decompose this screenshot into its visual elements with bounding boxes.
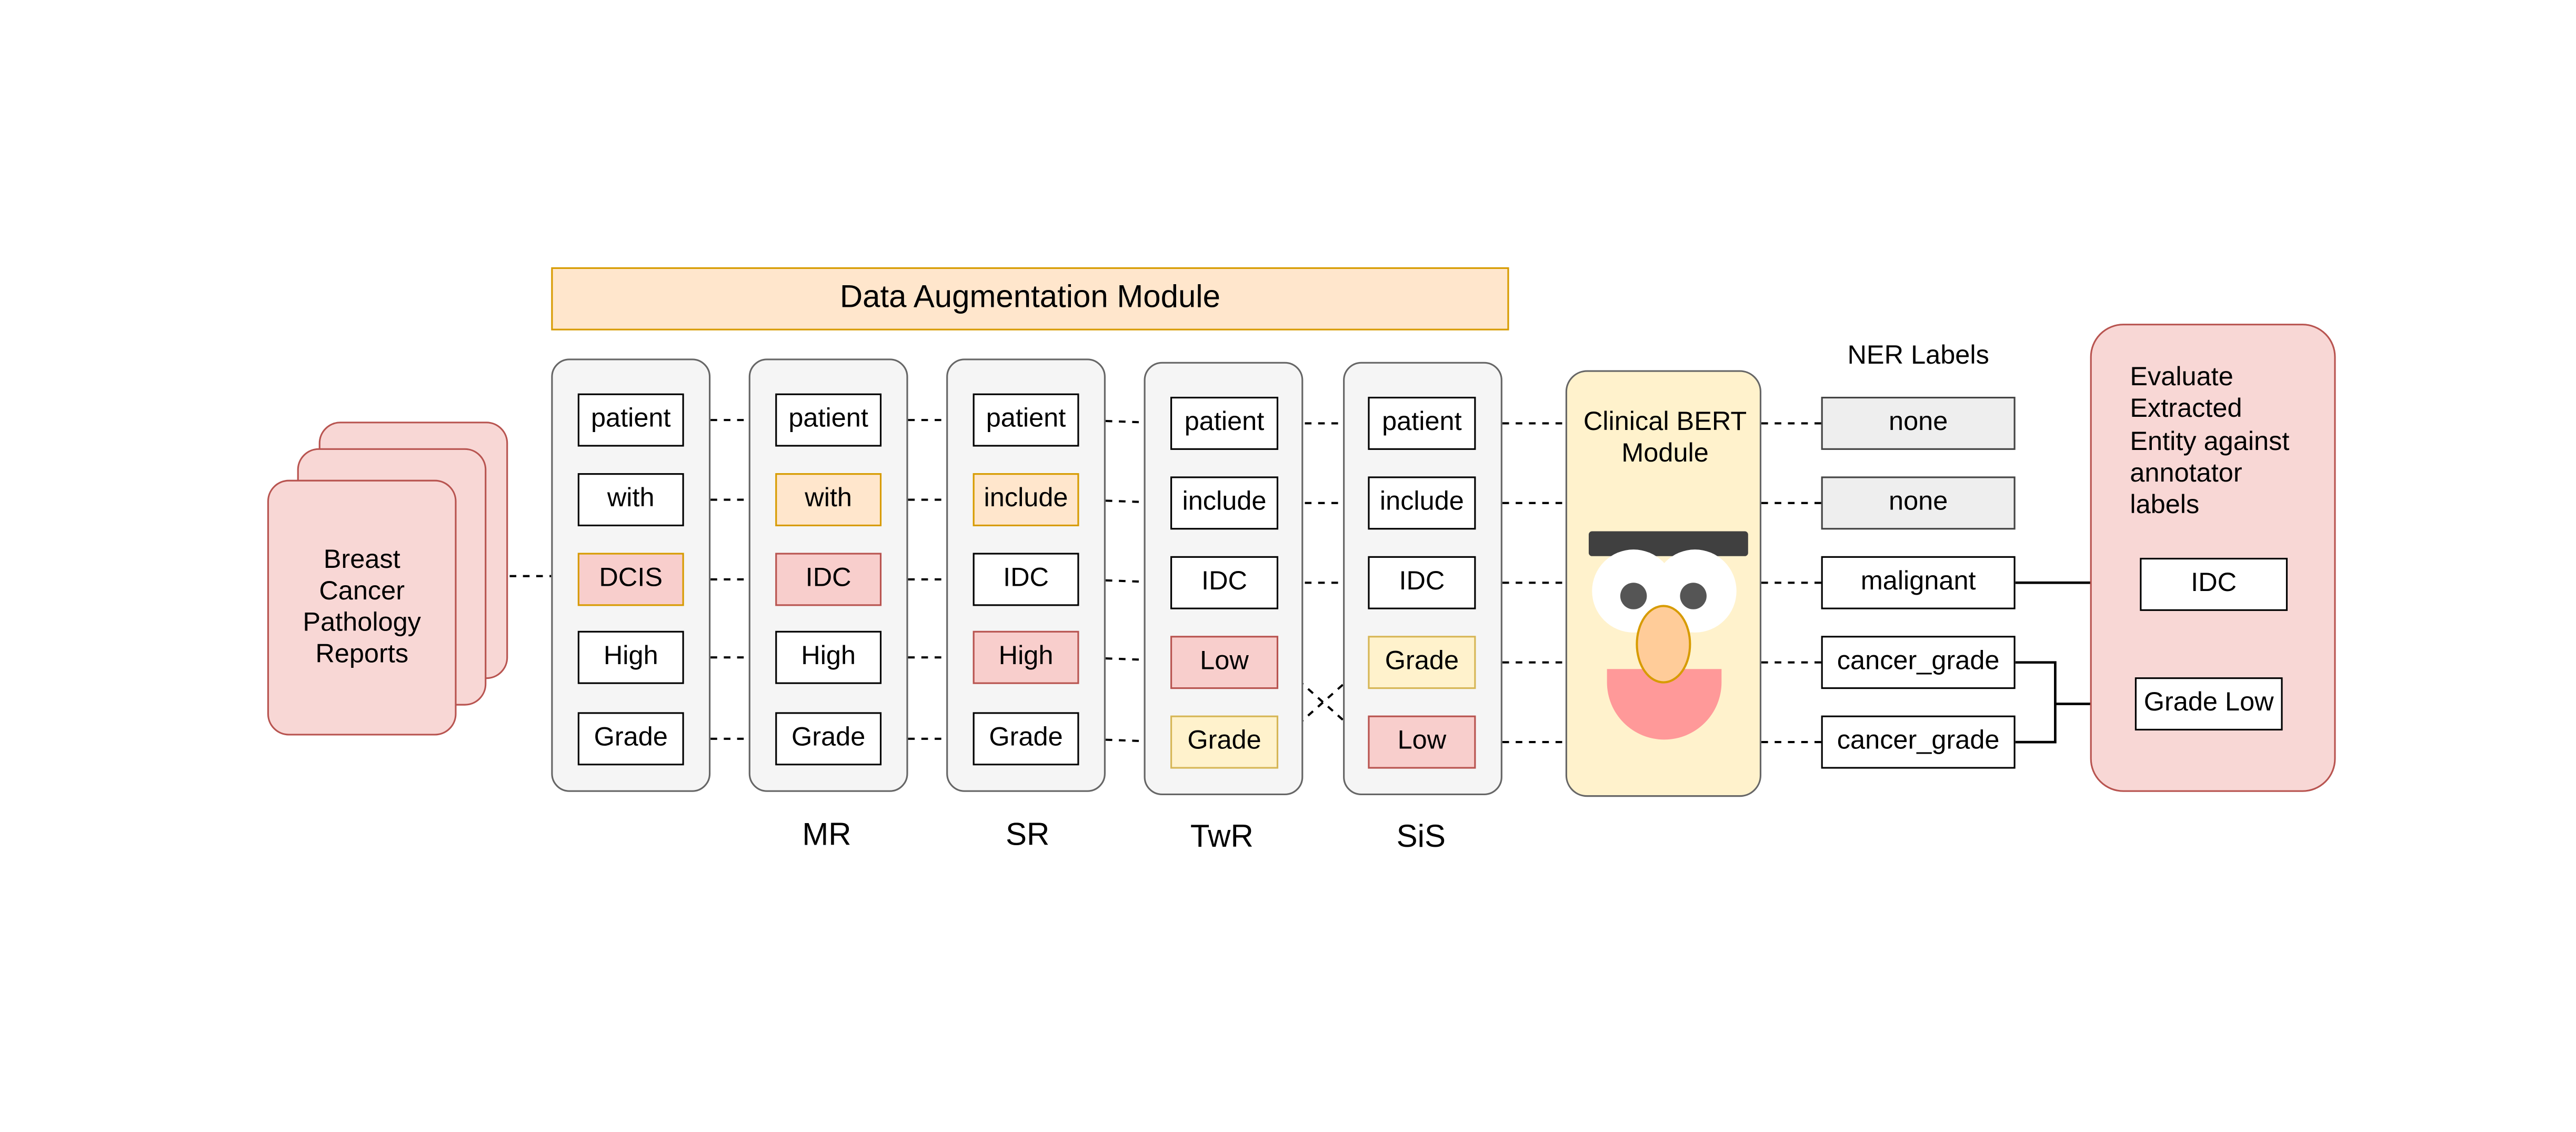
token-c2-r4: High [775, 630, 882, 684]
token-c4-r5: Grade [1170, 715, 1279, 769]
token-c5-r3: IDC [1368, 556, 1476, 609]
bert-pupil-left [1620, 583, 1647, 609]
caption-twr: TwR [1190, 820, 1254, 855]
evaluate-output-2: Grade Low [2134, 677, 2283, 731]
bert-label: Clinical BERT Module [1583, 408, 1747, 468]
bert-mouth [1607, 669, 1722, 740]
caption-sis: SiS [1396, 820, 1446, 855]
caption-mr: MR [802, 818, 851, 854]
token-c3-r3: IDC [973, 553, 1079, 606]
ner-label-5: cancer_grade [1821, 715, 2016, 769]
token-c1-r1: patient [577, 393, 684, 447]
ner-label-2: none [1821, 476, 2016, 530]
token-c1-r3: DCIS [577, 553, 684, 606]
token-c2-r1: patient [775, 393, 882, 447]
bert-nose [1636, 605, 1691, 684]
banner-title: Data Augmentation Module [839, 281, 1220, 316]
token-c3-r1: patient [973, 393, 1079, 447]
bert-eyebrow [1588, 531, 1748, 556]
caption-sr: SR [1006, 818, 1050, 854]
ner-label-4: cancer_grade [1821, 636, 2016, 689]
token-c1-r4: High [577, 630, 684, 684]
ner-labels-heading: NER Labels [1847, 342, 1989, 370]
evaluate-output-1: IDC [2140, 557, 2288, 611]
solid-bracket [2015, 661, 2057, 744]
token-c1-r2: with [577, 473, 684, 527]
token-c5-r5: Low [1368, 715, 1476, 769]
token-c1-r5: Grade [577, 712, 684, 766]
source-label: Breast Cancer Pathology Reports [303, 546, 421, 669]
token-c5-r2: include [1368, 476, 1476, 530]
token-c3-r4: High [973, 630, 1079, 684]
token-c5-r4: Grade [1368, 636, 1476, 689]
source-documents: Breast Cancer Pathology Reports [267, 479, 457, 736]
ner-label-1: none [1821, 396, 2016, 450]
evaluate-label: Evaluate Extracted Entity against annota… [2130, 363, 2290, 520]
token-c4-r4: Low [1170, 636, 1279, 689]
token-c2-r3: IDC [775, 553, 882, 606]
token-c3-r5: Grade [973, 712, 1079, 766]
token-c4-r1: patient [1170, 396, 1279, 450]
token-c2-r2: with [775, 473, 882, 527]
token-c2-r5: Grade [775, 712, 882, 766]
token-c5-r1: patient [1368, 396, 1476, 450]
token-c4-r3: IDC [1170, 556, 1279, 609]
data-augmentation-banner: Data Augmentation Module [551, 267, 1509, 330]
token-c3-r2: include [973, 473, 1079, 527]
ner-label-3: malignant [1821, 556, 2016, 609]
token-c4-r2: include [1170, 476, 1279, 530]
bert-pupil-right [1680, 583, 1707, 609]
